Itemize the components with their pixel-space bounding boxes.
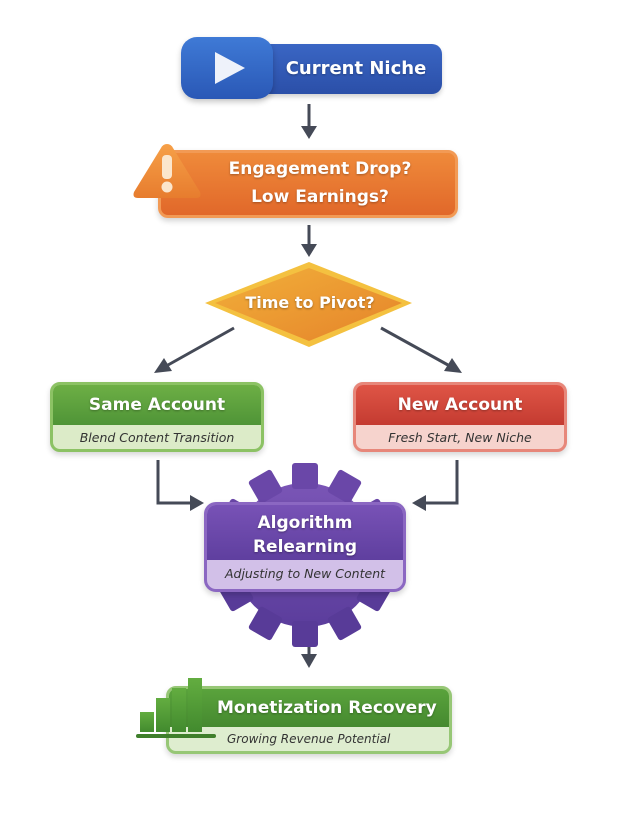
monetization-title: Monetization Recovery bbox=[169, 689, 449, 727]
arrow-niche-to-engagement bbox=[301, 104, 317, 139]
new-account-subtitle: Fresh Start, New Niche bbox=[388, 430, 532, 445]
same-account-title: Same Account bbox=[53, 385, 261, 425]
current-niche-label: Current Niche bbox=[285, 58, 427, 79]
arrow-new-account-to-algorithm bbox=[412, 460, 459, 511]
monetization-recovery-node[interactable]: Monetization Recovery Growing Revenue Po… bbox=[166, 686, 452, 754]
arrow-pivot-to-new-account bbox=[380, 326, 462, 373]
arrow-algorithm-to-monetization bbox=[301, 628, 317, 668]
arrow-pivot-to-same-account bbox=[154, 326, 235, 373]
new-account-title: New Account bbox=[356, 385, 564, 425]
engagement-drop-label: Engagement Drop? Low Earnings? bbox=[200, 155, 440, 211]
pivot-decision-label: Time to Pivot? bbox=[245, 293, 375, 312]
arrow-engagement-to-pivot bbox=[301, 225, 317, 257]
algorithm-relearning-node[interactable]: Algorithm Relearning Adjusting to New Co… bbox=[204, 502, 406, 592]
play-icon bbox=[215, 52, 245, 84]
engagement-line-2: Low Earnings? bbox=[251, 187, 389, 207]
arrow-same-account-to-algorithm bbox=[156, 460, 204, 511]
algorithm-line-2: Relearning bbox=[252, 537, 358, 557]
engagement-line-1: Engagement Drop? bbox=[228, 159, 412, 179]
play-icon-badge bbox=[181, 37, 273, 99]
warning-icon bbox=[133, 144, 201, 198]
algorithm-line-1: Algorithm bbox=[257, 513, 353, 533]
new-account-node[interactable]: New Account Fresh Start, New Niche bbox=[353, 382, 567, 452]
monetization-subtitle: Growing Revenue Potential bbox=[227, 732, 391, 746]
same-account-node[interactable]: Same Account Blend Content Transition bbox=[50, 382, 264, 452]
algorithm-title: Algorithm Relearning bbox=[207, 505, 403, 560]
same-account-subtitle: Blend Content Transition bbox=[79, 430, 235, 445]
bar-chart-icon bbox=[136, 678, 216, 738]
engagement-drop-node[interactable] bbox=[158, 150, 458, 218]
algorithm-subtitle: Adjusting to New Content bbox=[224, 566, 386, 581]
